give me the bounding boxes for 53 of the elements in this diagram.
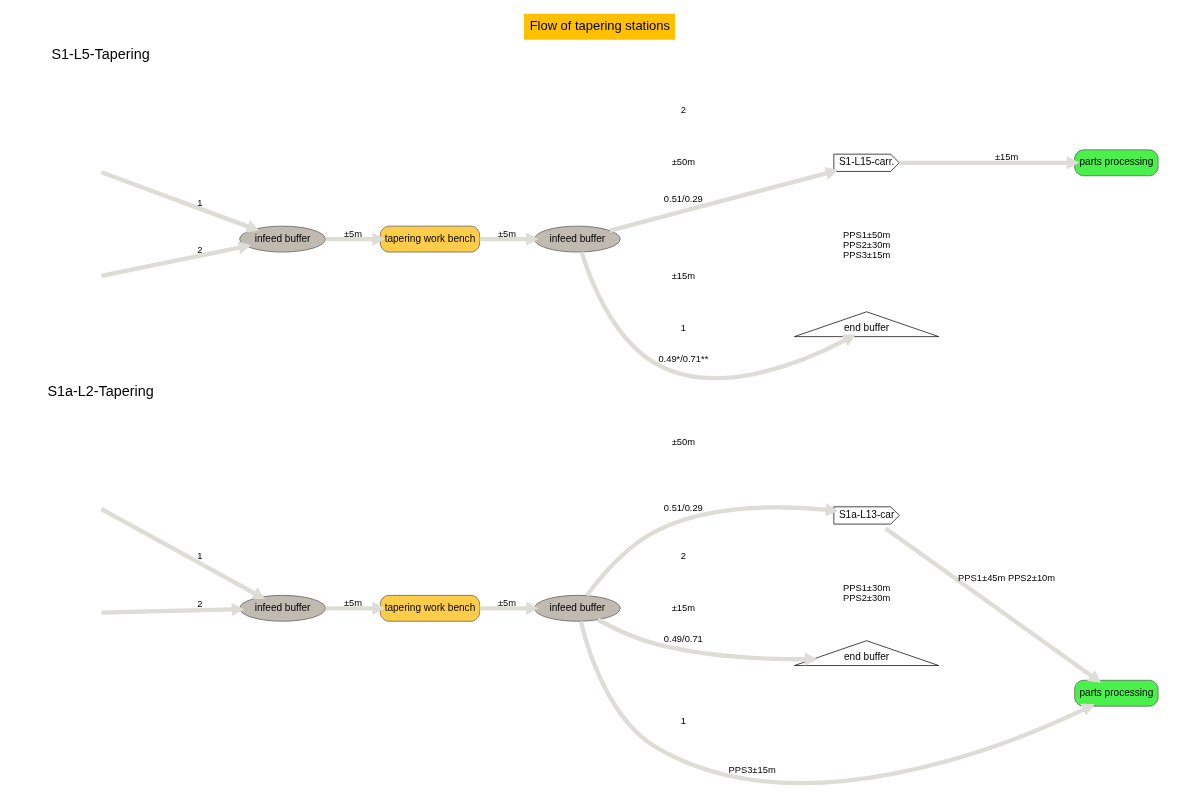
arrow bbox=[578, 620, 1095, 785]
label: ±15m bbox=[671, 602, 695, 613]
label: 2 bbox=[680, 550, 686, 561]
arrow bbox=[899, 156, 1079, 170]
edge-label: ±5m bbox=[343, 597, 362, 608]
edge-label: 1 bbox=[196, 550, 203, 561]
arrow bbox=[325, 601, 385, 615]
label: S1-L5-Tapering bbox=[50, 46, 150, 63]
edge-label: ±5m bbox=[497, 597, 516, 608]
arrow bbox=[579, 251, 856, 381]
node-ellipse: infeed buffer bbox=[238, 595, 326, 622]
edge-label: ±5m bbox=[497, 228, 516, 239]
label: S1a-L2-Tapering bbox=[46, 382, 154, 399]
label: 2 bbox=[680, 105, 686, 116]
arrow bbox=[596, 617, 817, 666]
diagram-title: Flow of tapering stations bbox=[529, 17, 670, 33]
arrow bbox=[100, 170, 259, 233]
edge-label: ±5m bbox=[343, 228, 362, 239]
arrow bbox=[584, 503, 838, 597]
arrow bbox=[479, 601, 539, 615]
edge-label: 0.49*/0.71** bbox=[657, 353, 708, 364]
arrow bbox=[608, 166, 838, 233]
arrow bbox=[479, 232, 539, 246]
edge-label: 2 bbox=[196, 245, 203, 256]
edge-label: 0.51/0.29 bbox=[663, 502, 703, 513]
edge-label: PPS3±15m bbox=[727, 765, 776, 776]
node-box: parts processing bbox=[1073, 149, 1158, 177]
node-ellipse: infeed buffer bbox=[533, 595, 621, 622]
edge-label: 0.49/0.71 bbox=[663, 633, 703, 644]
label: ±50m bbox=[671, 437, 695, 448]
arrow bbox=[100, 602, 244, 617]
edge-label: 1 bbox=[196, 197, 203, 208]
label: ±15m bbox=[671, 270, 695, 281]
edge-label: 0.51/0.29 bbox=[663, 193, 703, 204]
label: 1 bbox=[680, 322, 686, 333]
node-label: PPS1±30m bbox=[842, 582, 890, 593]
node-box: parts processing bbox=[1073, 679, 1158, 707]
arrow bbox=[99, 507, 265, 600]
node-box: tapering work bench bbox=[379, 595, 480, 622]
arrow bbox=[100, 241, 251, 278]
edge-label: 2 bbox=[196, 599, 203, 610]
node-label: PPS1±50m bbox=[842, 229, 890, 240]
edge-label: PPS1±45m PPS2±10m bbox=[957, 572, 1055, 583]
label: ±50m bbox=[671, 157, 695, 168]
label: 1 bbox=[680, 716, 686, 727]
node-label: PPS2±30m bbox=[842, 592, 890, 603]
arrow bbox=[325, 232, 385, 246]
edge-label: ±15m bbox=[994, 152, 1018, 163]
node-label: PPS3±15m bbox=[842, 250, 890, 261]
node-label: PPS2±30m bbox=[842, 240, 890, 251]
arrow bbox=[883, 526, 1101, 683]
node-ellipse: infeed buffer bbox=[533, 225, 621, 253]
node-box: tapering work bench bbox=[379, 225, 480, 253]
